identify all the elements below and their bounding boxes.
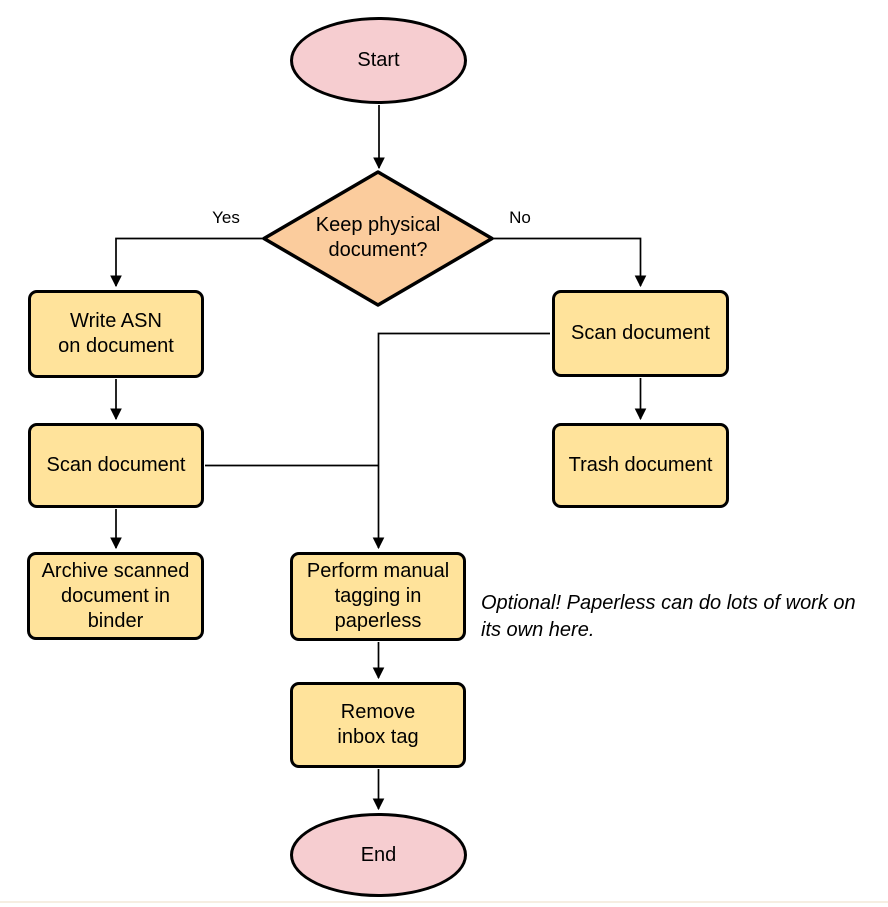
process-write-asn-label: Write ASN on document	[58, 310, 174, 357]
edge-scanright-to-tagging	[379, 332, 550, 549]
process-trash-label: Trash document	[568, 454, 713, 476]
process-remove-inbox-tag: Remove inbox tag	[290, 682, 466, 768]
decision-label-box: Keep physical document?	[283, 203, 473, 273]
process-write-asn: Write ASN on document	[28, 290, 204, 378]
edge-label-yes: Yes	[212, 208, 240, 227]
process-remove-inbox-label: Remove inbox tag	[337, 701, 419, 748]
process-scan-left-label: Scan document	[46, 454, 186, 476]
process-trash-document: Trash document	[552, 423, 729, 508]
start-node: Start	[290, 17, 467, 104]
decision-diamond	[262, 170, 494, 307]
process-archive-label: Archive scanned document in binder	[41, 559, 190, 632]
decision-label: Keep physical document?	[315, 214, 441, 261]
process-manual-tagging: Perform manual tagging in paperless	[290, 552, 466, 641]
edge-decision-no	[492, 237, 641, 287]
optional-note: Optional! Paperless can do lots of work …	[481, 592, 856, 641]
process-scan-right-label: Scan document	[571, 322, 710, 344]
end-label: End	[360, 843, 397, 866]
edge-label-no: No	[509, 208, 531, 227]
edge-decision-yes	[116, 237, 264, 287]
bottom-border-line	[0, 901, 888, 903]
process-scan-document-left: Scan document	[28, 423, 204, 508]
process-scan-document-right: Scan document	[552, 290, 729, 377]
process-archive-binder: Archive scanned document in binder	[27, 552, 204, 640]
end-node: End	[290, 813, 467, 897]
process-manual-tagging-label: Perform manual tagging in paperless	[306, 560, 450, 632]
start-label: Start	[357, 49, 400, 71]
